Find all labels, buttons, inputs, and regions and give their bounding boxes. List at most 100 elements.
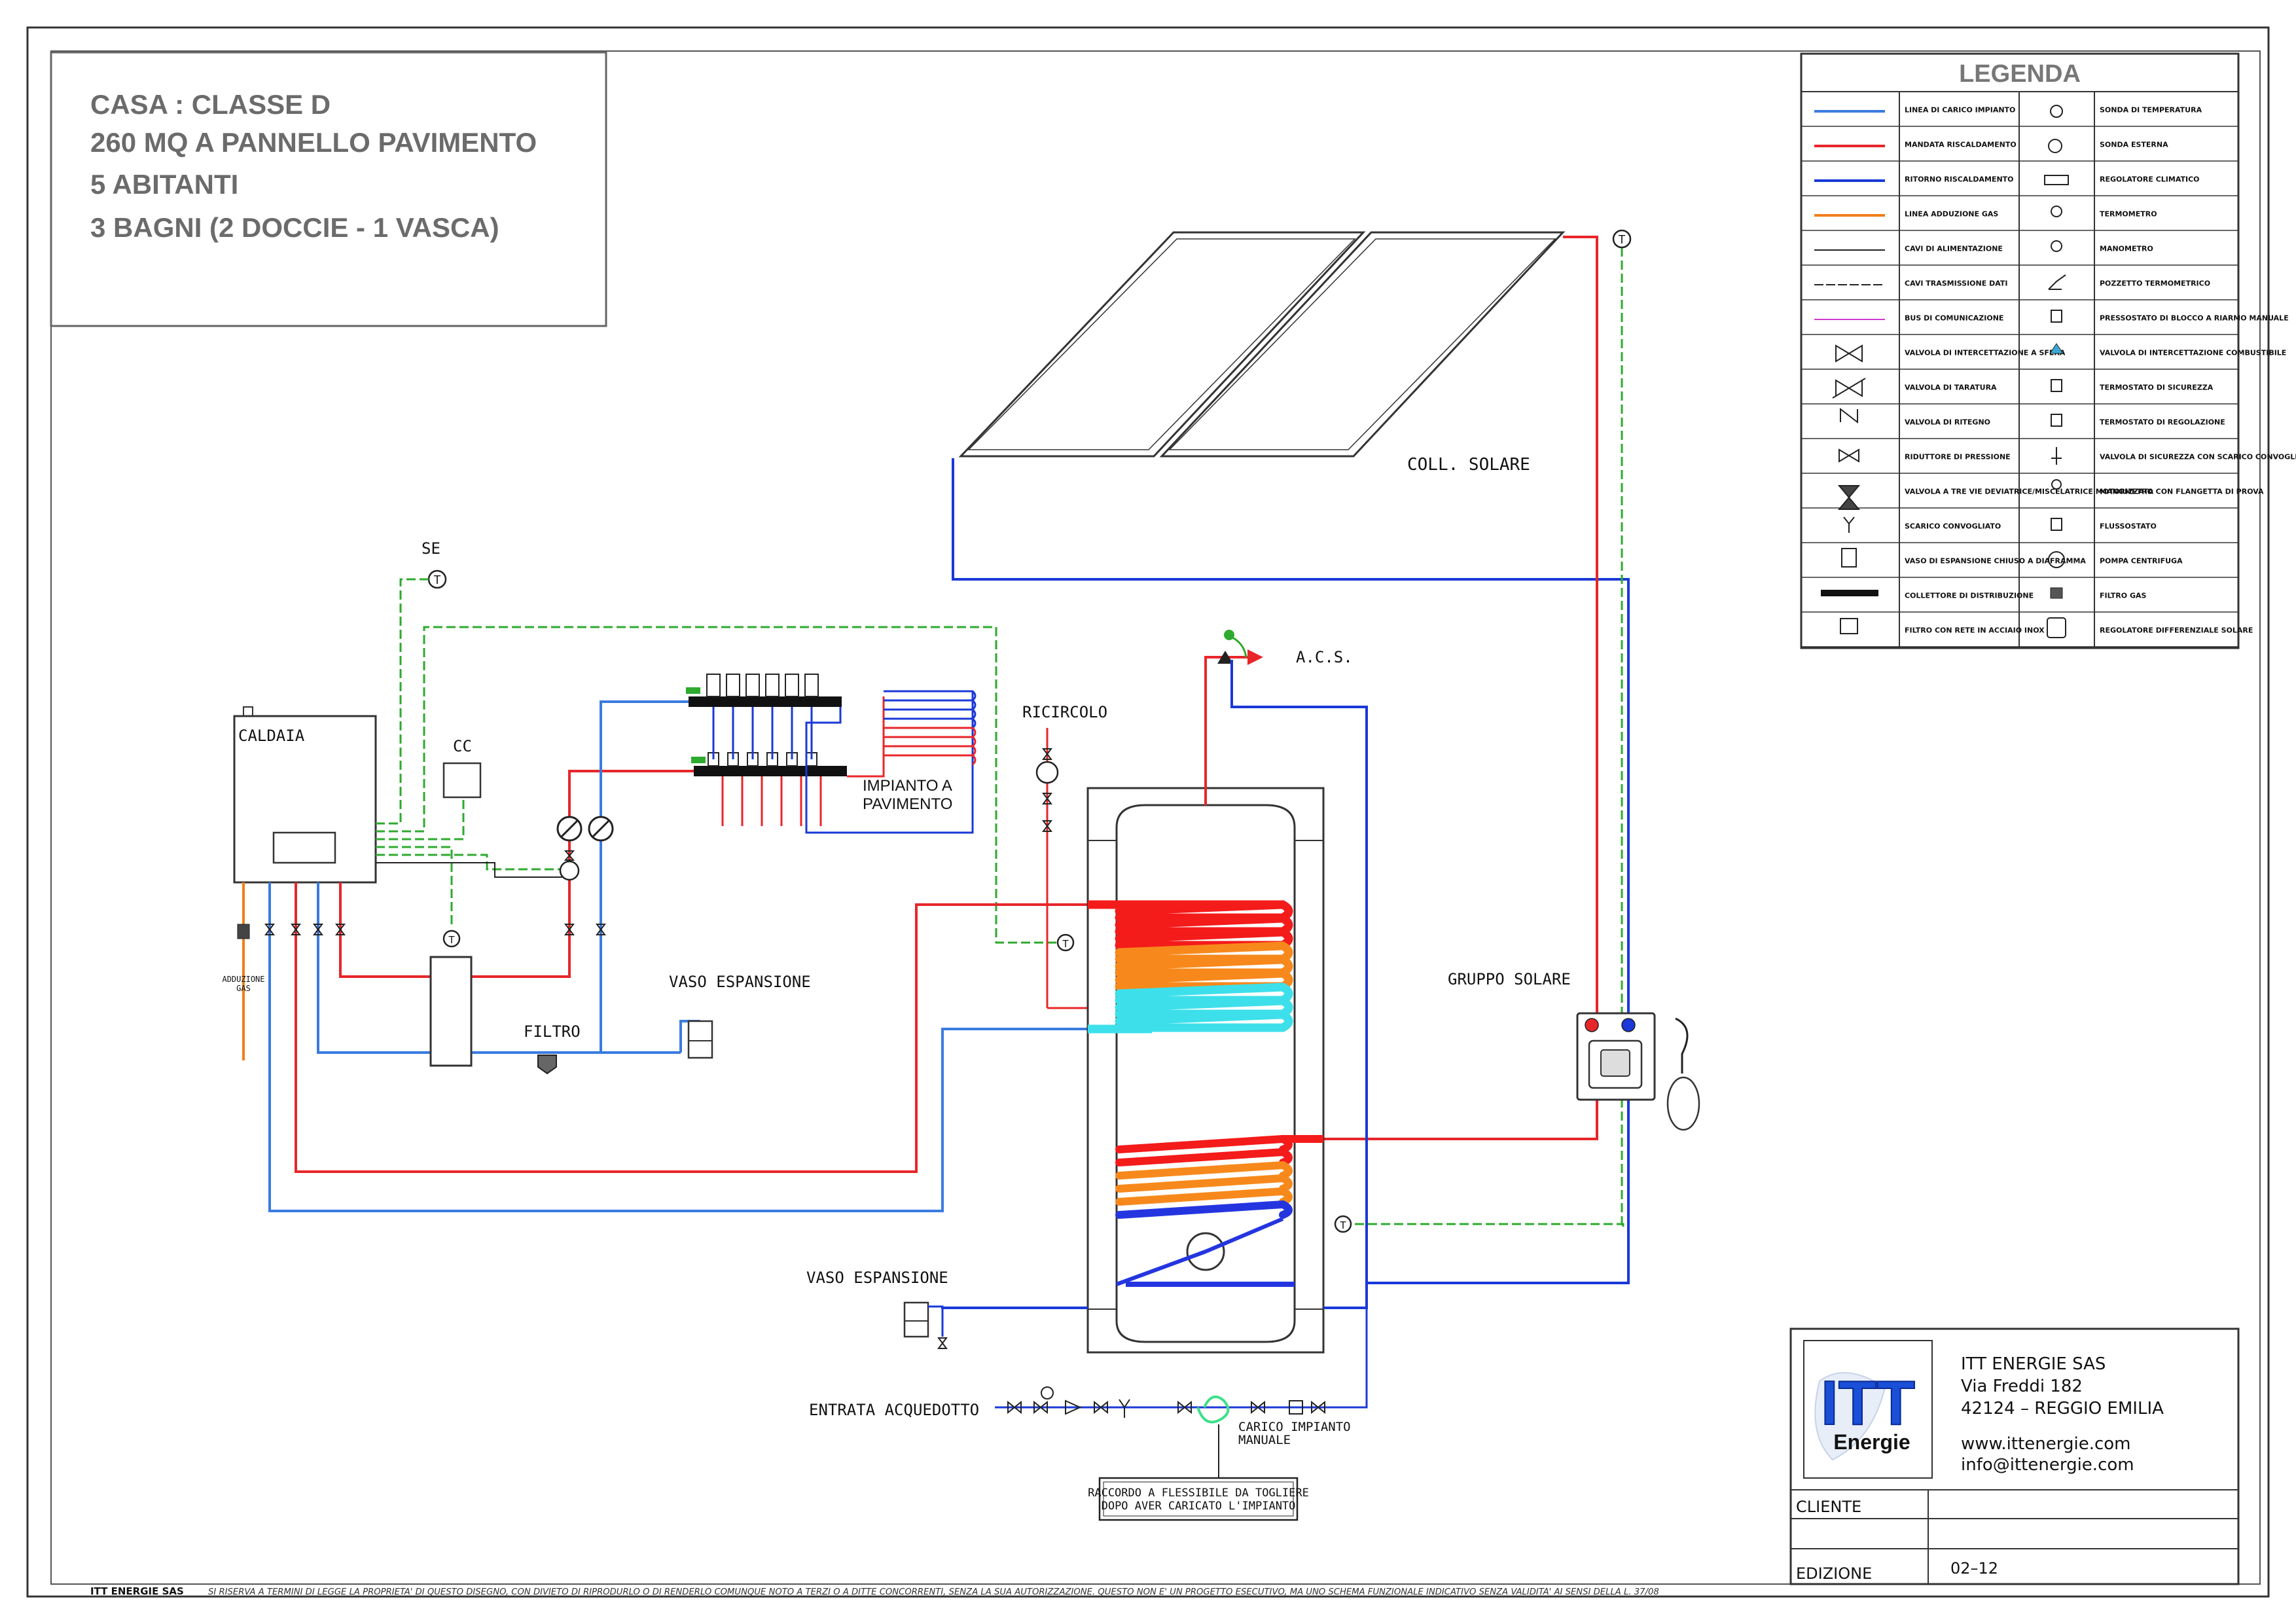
hydraulic-separator bbox=[429, 956, 473, 1067]
company-email[interactable]: info@ittenergie.com bbox=[1961, 1455, 2134, 1475]
legend-right-label: FLUSSOSTATO bbox=[2100, 522, 2157, 531]
serpentine-pass bbox=[884, 727, 977, 738]
legend-right-label: VALVOLA DI INTERCETTAZIONE COMBUSTIBILE bbox=[2100, 349, 2286, 357]
info-line-2: 260 MQ A PANNELLO PAVIMENTO bbox=[90, 127, 537, 158]
legend-sym-termostato-sic-icon bbox=[2051, 379, 2062, 392]
floor-loop-return bbox=[805, 691, 974, 834]
boiler-data-cables bbox=[376, 578, 1066, 944]
vaso-espansione-2-label: VASO ESPANSIONE bbox=[806, 1269, 948, 1287]
impianto-label-2: PAVIMENTO bbox=[863, 795, 952, 813]
separator-sensor-t: T bbox=[448, 935, 455, 946]
collector-sensor-t: T bbox=[1619, 233, 1626, 246]
boiler-valves bbox=[264, 850, 606, 935]
legend-left-label: LINEA DI CARICO IMPIANTO bbox=[1905, 106, 2015, 115]
entrata-acquedotto-label: ENTRATA ACQUEDOTTO bbox=[809, 1401, 979, 1419]
info-line-1: CASA : CLASSE D bbox=[90, 89, 331, 120]
legend-left-label: LINEA ADDUZIONE GAS bbox=[1905, 210, 1998, 219]
serpentine-pass bbox=[884, 736, 977, 748]
legend-sym-scarico-icon bbox=[1843, 516, 1855, 533]
manifold-green-valve-2 bbox=[691, 757, 706, 763]
legend-left-label: SCARICO CONVOGLIATO bbox=[1905, 522, 2001, 531]
logo-text: ITT bbox=[1821, 1368, 1915, 1438]
itt-logo: ITT Energie bbox=[1814, 1367, 1916, 1461]
legend-left-label: VASO DI ESPANSIONE CHIUSO A DIAFRAMMA bbox=[1905, 557, 2086, 566]
legend-sym-vaso-icon bbox=[1841, 548, 1857, 568]
legend-sym-flussostato-icon bbox=[2051, 518, 2062, 531]
legend-sym-pressostato-icon bbox=[2051, 310, 2062, 323]
legend-sym-riduttore-icon bbox=[1839, 448, 1859, 463]
legend-right-label: MANOMETRO bbox=[2100, 245, 2153, 253]
upper-coil bbox=[1088, 900, 1293, 1034]
legend-sym-reg-solare-icon bbox=[2047, 617, 2066, 638]
gruppo-solare-label: GRUPPO SOLARE bbox=[1448, 970, 1571, 988]
legend-left-label: VALVOLA DI RITEGNO bbox=[1905, 418, 1990, 427]
manifold-valve-head bbox=[785, 674, 799, 697]
legend-right-label: REGOLATORE CLIMATICO bbox=[2100, 175, 2200, 184]
drawing-frame bbox=[50, 50, 2261, 1585]
legend-sym-sonda-esterna-icon bbox=[2048, 139, 2062, 153]
legend-sym-manometro-fl-icon bbox=[2051, 479, 2062, 490]
collector-sensor bbox=[1612, 229, 1632, 249]
separator-sensor bbox=[442, 929, 461, 948]
lower-coil-turn bbox=[1115, 1187, 1293, 1206]
company-city: 42124 – REGGIO EMILIA bbox=[1961, 1399, 2164, 1418]
legend-left-label: CAVI DI ALIMENTAZIONE bbox=[1905, 245, 2003, 253]
legend-left-label: FILTRO CON RETE IN ACCIAIO INOX bbox=[1905, 626, 2045, 635]
legend-title: LEGENDA bbox=[1959, 60, 2081, 88]
legend-right-label: VALVOLA DI SICUREZZA CON SCARICO CONVOGL… bbox=[2100, 453, 2296, 461]
floor-coil-serpentine bbox=[884, 690, 977, 766]
legend-right-label: SONDA DI TEMPERATURA bbox=[2100, 106, 2202, 115]
manifold-flow bbox=[694, 752, 847, 776]
legend-right-label: PRESSOSTATO DI BLOCCO A RIARMO MANUALE bbox=[2100, 314, 2289, 323]
vaso-espansione-1-label: VASO ESPANSIONE bbox=[669, 973, 811, 991]
legend-sym-collettore-icon bbox=[1821, 590, 1878, 596]
lower-coil bbox=[1115, 1134, 1323, 1219]
adduzione-gas-1: ADDUZIONE bbox=[222, 975, 264, 984]
company-web[interactable]: www.ittenergie.com bbox=[1961, 1434, 2131, 1454]
serpentine-pass bbox=[884, 754, 977, 766]
legend-left-label: BUS DI COMUNICAZIONE bbox=[1905, 314, 2003, 323]
legend-left-label: RITORNO RISCALDAMENTO bbox=[1905, 175, 2014, 184]
legend-right-label: TERMOSTATO DI REGOLAZIONE bbox=[2100, 418, 2225, 427]
footer-company: ITT ENERGIE SAS bbox=[90, 1585, 184, 1597]
company-name: ITT ENERGIE SAS bbox=[1961, 1354, 2106, 1374]
manifold-valve-head bbox=[706, 674, 721, 697]
raccordo-label-2: DOPO AVER CARICATO L'IMPIANTO bbox=[1102, 1500, 1296, 1513]
legend-sym-regolatore-icon bbox=[2044, 175, 2069, 185]
expansion-vessel-2 bbox=[903, 1301, 929, 1338]
info-line-3: 5 ABITANTI bbox=[90, 169, 238, 200]
manifold-valve-head bbox=[726, 674, 740, 697]
legend-left-label: COLLETTORE DI DISTRIBUZIONE bbox=[1905, 592, 2034, 600]
legend-sym-valv-sicurezza-icon bbox=[2051, 447, 2062, 465]
legend-sym-tre-vie-icon bbox=[1837, 485, 1861, 510]
edizione-value: 02–12 bbox=[1950, 1559, 1998, 1578]
se-label: SE bbox=[422, 539, 440, 558]
se-sensor-t: T bbox=[434, 573, 441, 586]
power-cables bbox=[376, 862, 568, 878]
lower-coil-turn bbox=[1115, 1174, 1293, 1193]
solar-sensor-cable bbox=[1335, 247, 1624, 1229]
legend-right-label: POZZETTO TERMOMETRICO bbox=[2100, 280, 2210, 288]
serpentine-pass bbox=[884, 699, 977, 711]
caldaia: CALDAIA bbox=[233, 706, 377, 884]
filtro-label: FILTRO bbox=[524, 1022, 581, 1041]
legend-sym-valve-taratura-icon bbox=[1832, 378, 1866, 399]
lower-coil-turn bbox=[1115, 1147, 1293, 1166]
cliente-label: CLIENTE bbox=[1796, 1498, 1861, 1516]
manifold-valve-head bbox=[804, 674, 819, 697]
lower-coil-turn bbox=[1115, 1200, 1293, 1219]
legend-right-label: REGOLATORE DIFFERENZIALE SOLARE bbox=[2100, 626, 2253, 635]
tank-coil-return-pipe bbox=[268, 882, 1100, 1212]
serpentine-pass bbox=[884, 717, 977, 729]
flex-hose-icon bbox=[1196, 1395, 1230, 1424]
legend-sym-filtro-icon bbox=[1840, 618, 1858, 634]
legend-right-label: MANOMETRO CON FLANGETTA DI PROVA bbox=[2100, 488, 2264, 496]
serpentine-pass bbox=[884, 745, 977, 757]
ricircolo-label: RICIRCOLO bbox=[1022, 703, 1107, 721]
upper-coil-turn bbox=[1115, 1010, 1293, 1032]
heating-pump-icon bbox=[559, 860, 580, 881]
cc-label: CC bbox=[453, 737, 472, 755]
floor-flow-pipe bbox=[339, 770, 695, 978]
solar-return-pipe bbox=[952, 458, 1630, 1284]
manifold-valve-head bbox=[745, 674, 760, 697]
